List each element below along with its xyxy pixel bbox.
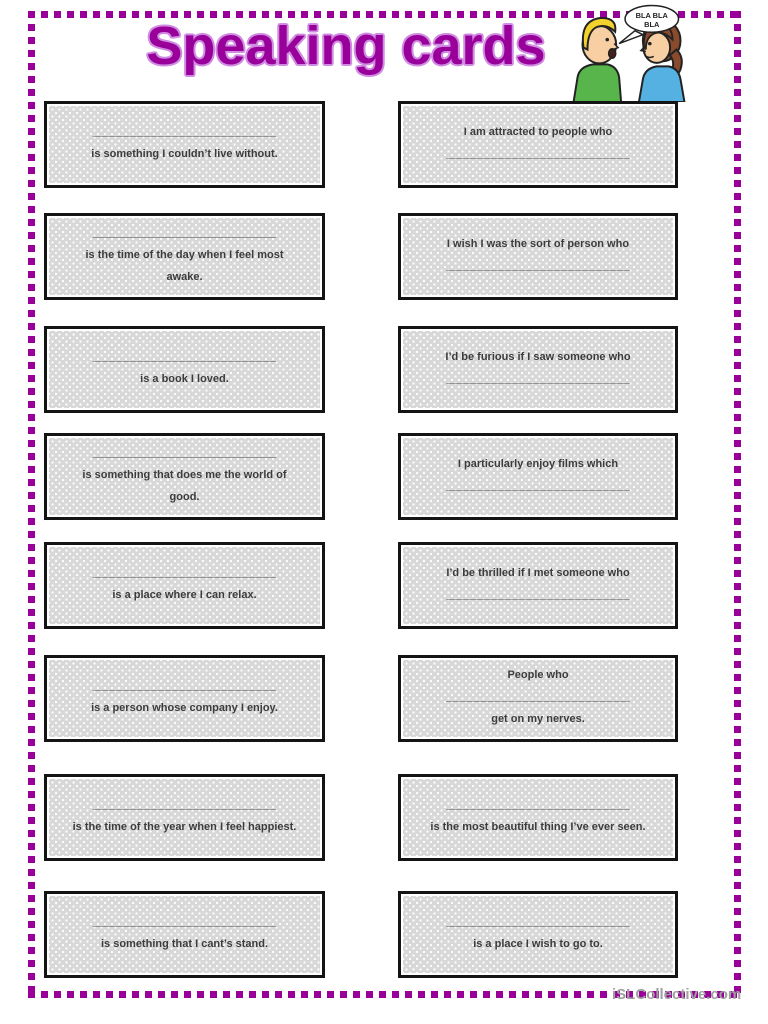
speaking-card: ______________________________is somethi…	[44, 433, 325, 520]
blank-line: ______________________________	[446, 588, 630, 601]
speaking-card-fill: ______________________________is a perso…	[49, 660, 320, 737]
speaking-card: ______________________________is somethi…	[44, 101, 325, 188]
speaking-card-fill: I’d be furious if I saw someone who _____…	[403, 331, 673, 408]
card-text-line: is something I couldn’t live without.	[91, 147, 278, 160]
blank-line: ______________________________	[92, 125, 277, 138]
speaking-card: ______________________________is somethi…	[44, 891, 325, 978]
speaking-card: I particularly enjoy films which ________…	[398, 433, 678, 520]
speaking-card-fill: ______________________________is the tim…	[49, 218, 320, 295]
card-text-line: good.	[169, 490, 200, 503]
card-text-line: get on my nerves.	[491, 712, 585, 725]
blank-line: ______________________________	[92, 226, 277, 239]
card-text-line: I’d be thrilled if I met someone who	[446, 566, 630, 579]
blank-line: ______________________________	[92, 566, 277, 579]
speaking-card-fill: ______________________________is a place…	[49, 547, 320, 624]
card-text-line: I’d be furious if I saw someone who	[445, 350, 631, 363]
card-column-right: I am attracted to people who ____________…	[398, 101, 678, 978]
card-text-line: is something that does me the world of	[82, 468, 287, 481]
card-column-left: ______________________________is somethi…	[44, 101, 325, 978]
card-text-line: is something that I cant’s stand.	[100, 937, 269, 950]
card-text-line: I particularly enjoy films which	[457, 457, 619, 470]
card-text-line: People who	[507, 668, 569, 681]
bubble-text-line2: BLA	[644, 20, 660, 29]
speaking-card-fill: I’d be thrilled if I met someone who ____…	[403, 547, 673, 624]
blank-line: ______________________________	[446, 915, 630, 928]
card-text-line: I wish I was the sort of person who	[446, 237, 630, 250]
speaking-card-fill: People who ______________________________…	[403, 660, 673, 737]
blank-line: ______________________________	[446, 798, 630, 811]
blank-line: ______________________________	[446, 479, 630, 492]
dotted-border-bottom	[28, 991, 741, 998]
speaking-card: ______________________________is a book …	[44, 326, 325, 413]
speaking-card: ______________________________is a perso…	[44, 655, 325, 742]
speaking-card-fill: I am attracted to people who ____________…	[403, 106, 673, 183]
blank-line: ______________________________	[92, 915, 277, 928]
speaking-card: I wish I was the sort of person who _____…	[398, 213, 678, 300]
blank-line: ______________________________	[446, 147, 630, 160]
speaking-card-fill: ______________________________is a book …	[49, 331, 320, 408]
speech-bubble-icon: BLA BLA BLA	[618, 4, 680, 45]
woman-listening-icon	[637, 18, 686, 103]
dotted-border-top	[28, 11, 741, 18]
blank-line: ______________________________	[446, 690, 630, 703]
speaking-card: ______________________________is the tim…	[44, 774, 325, 861]
card-text-line: is a person whose company I enjoy.	[91, 701, 278, 714]
speaking-card: People who ______________________________…	[398, 655, 678, 742]
speaking-card-fill: ______________________________is a place…	[403, 896, 673, 973]
card-text-line: is a place I wish to go to.	[473, 937, 603, 950]
card-text-line: is a place where I can relax.	[112, 588, 257, 601]
man-talking-icon	[572, 16, 623, 103]
card-text-line: is the time of the year when I feel happ…	[72, 820, 297, 833]
speaking-card-fill: I wish I was the sort of person who _____…	[403, 218, 673, 295]
card-text-line: is the most beautiful thing I’ve ever se…	[430, 820, 646, 833]
blank-line: ______________________________	[92, 679, 277, 692]
blank-line: ______________________________	[92, 350, 277, 363]
blank-line: ______________________________	[446, 372, 630, 385]
blank-line: ______________________________	[446, 259, 630, 272]
card-text-line: awake.	[166, 270, 203, 283]
speaking-card-fill: ______________________________is somethi…	[49, 438, 320, 515]
blank-line: ______________________________	[92, 446, 277, 459]
speaking-card: I’d be furious if I saw someone who _____…	[398, 326, 678, 413]
speaking-card: ______________________________is the mos…	[398, 774, 678, 861]
card-text-line: is a book I loved.	[140, 372, 229, 385]
page-title: Speaking cards	[146, 16, 546, 76]
blank-line: ______________________________	[92, 798, 277, 811]
speaking-card: ______________________________is a place…	[44, 542, 325, 629]
speaking-card-fill: I particularly enjoy films which ________…	[403, 438, 673, 515]
speaking-card-fill: ______________________________is the tim…	[49, 779, 320, 856]
card-text-line: is the time of the day when I feel most	[85, 248, 284, 261]
speaking-card: ______________________________is a place…	[398, 891, 678, 978]
bubble-text-line1: BLA BLA	[636, 11, 669, 20]
talking-people-clipart: BLA BLA BLA	[556, 4, 706, 103]
speaking-card: I’d be thrilled if I met someone who ____…	[398, 542, 678, 629]
dotted-border-right	[734, 11, 741, 998]
speaking-card-fill: ______________________________is somethi…	[49, 106, 320, 183]
watermark: iSLCollective.com	[612, 986, 742, 1003]
dotted-border-left	[28, 11, 35, 998]
speaking-card-fill: ______________________________is somethi…	[49, 896, 320, 973]
talking-people-icon: BLA BLA BLA	[572, 4, 686, 103]
speaking-card-fill: ______________________________is the mos…	[403, 779, 673, 856]
speaking-card: ______________________________is the tim…	[44, 213, 325, 300]
card-text-line: I am attracted to people who	[463, 125, 613, 138]
speaking-card: I am attracted to people who ____________…	[398, 101, 678, 188]
